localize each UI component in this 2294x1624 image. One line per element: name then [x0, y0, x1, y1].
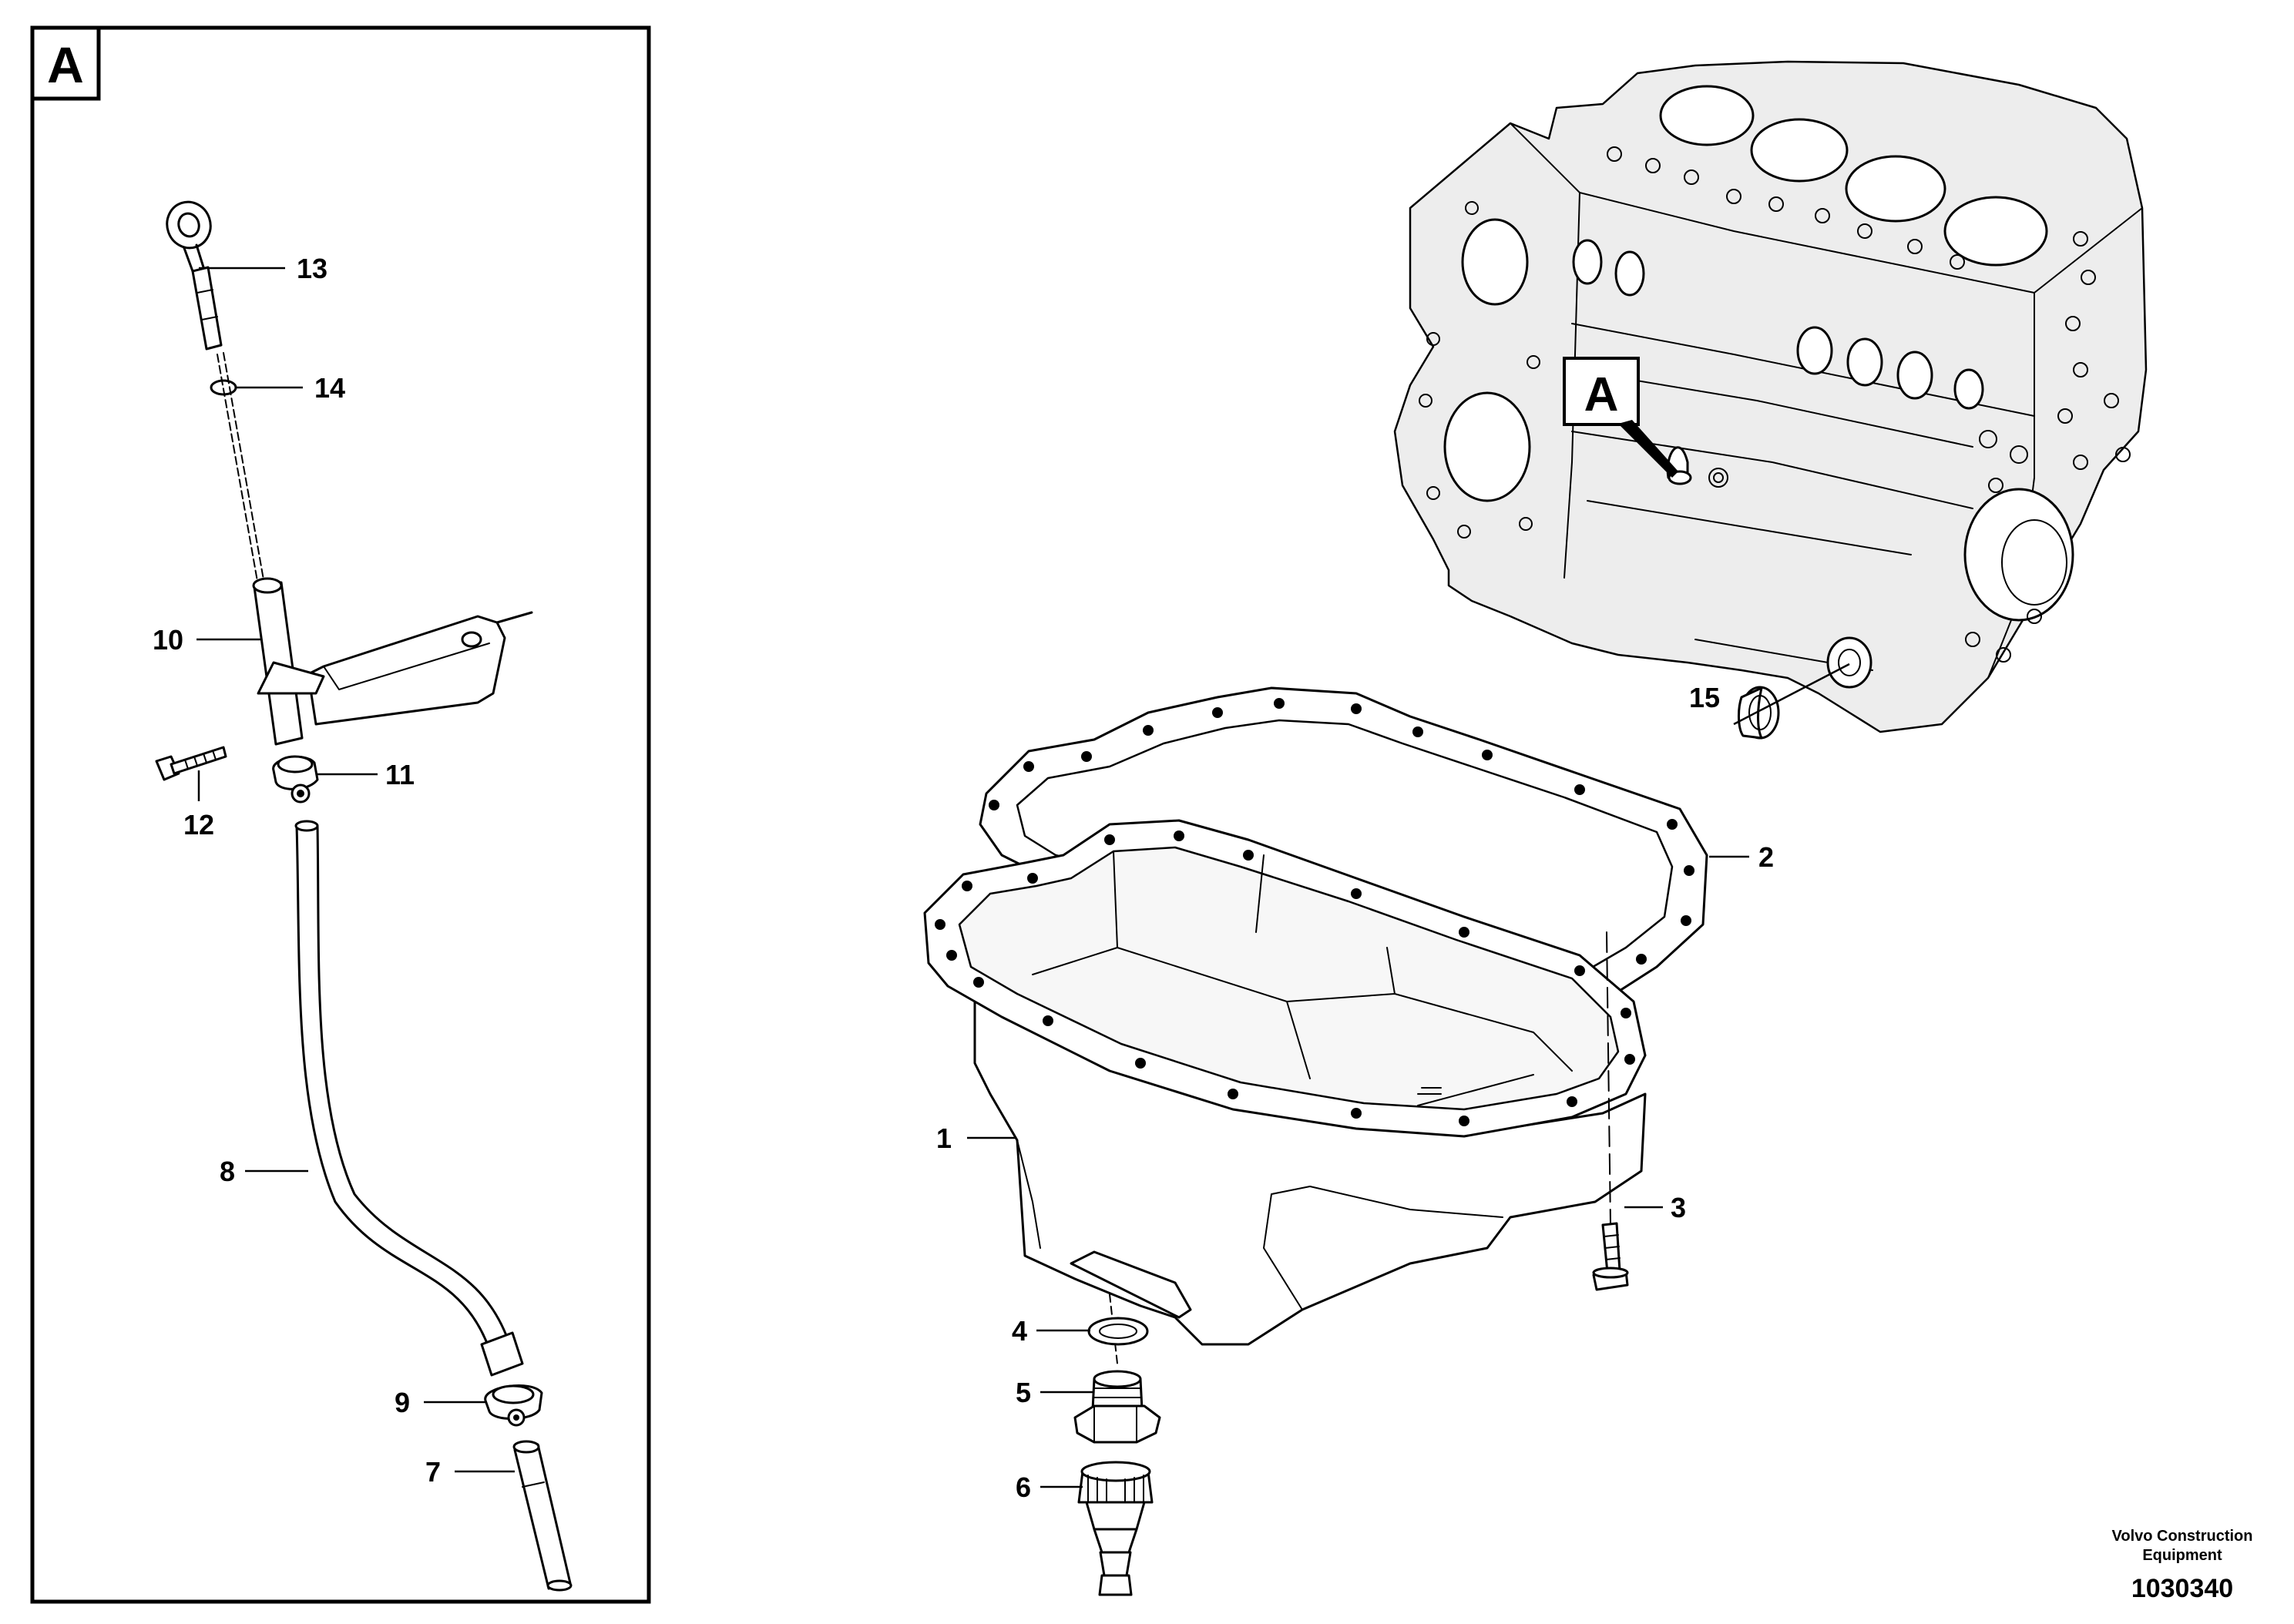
block-tag: A: [1563, 357, 1678, 478]
detail-frame: A: [30, 25, 651, 1604]
hose: [294, 820, 524, 1377]
callout-12: 12: [183, 809, 214, 841]
callout-5: 5: [1016, 1377, 1031, 1408]
block-tag-label: A: [1584, 368, 1619, 421]
lower-tube: [512, 1440, 573, 1592]
callout-4: 4: [1012, 1315, 1027, 1347]
detail-frame-tag: A: [47, 36, 84, 93]
drain-adaptor: [1073, 1370, 1161, 1444]
callout-3: 3: [1671, 1192, 1686, 1223]
callout-2: 2: [1758, 841, 1774, 873]
washer: [1087, 1293, 1149, 1364]
dipstick-rod: [217, 352, 265, 586]
callout-15: 15: [1689, 682, 1720, 713]
callout-1: 1: [936, 1122, 952, 1154]
company-name-line2: Equipment: [2142, 1547, 2222, 1564]
callout-13: 13: [297, 253, 327, 284]
callouts: 1 2 3 4 5 6 7 8 9 10 11 12 13 14 15: [153, 253, 1774, 1503]
clamp-upper: [272, 755, 319, 804]
callout-7: 7: [425, 1456, 441, 1488]
callout-8: 8: [220, 1156, 235, 1187]
engine-block: [1393, 60, 2148, 733]
callout-6: 6: [1016, 1471, 1031, 1503]
callout-10: 10: [153, 624, 183, 656]
company-name-line1: Volvo Construction: [2112, 1528, 2253, 1545]
bolt: [155, 746, 227, 781]
leader-lines: [196, 267, 1749, 1488]
guide-tube-bracket: [252, 577, 533, 746]
callout-14: 14: [314, 372, 345, 404]
hose-nipple: [1077, 1461, 1154, 1596]
callout-11: 11: [385, 759, 415, 790]
drawing-number: 1030340: [2131, 1574, 2233, 1603]
seal: [1733, 663, 1850, 740]
pan-bolt: [1592, 931, 1629, 1291]
footer: Volvo Construction Equipment 1030340: [2112, 1528, 2253, 1603]
oil-pan: [923, 819, 1647, 1346]
clamp-lower: [484, 1384, 543, 1427]
callout-9: 9: [395, 1387, 410, 1418]
dipstick-handle: [166, 200, 223, 351]
